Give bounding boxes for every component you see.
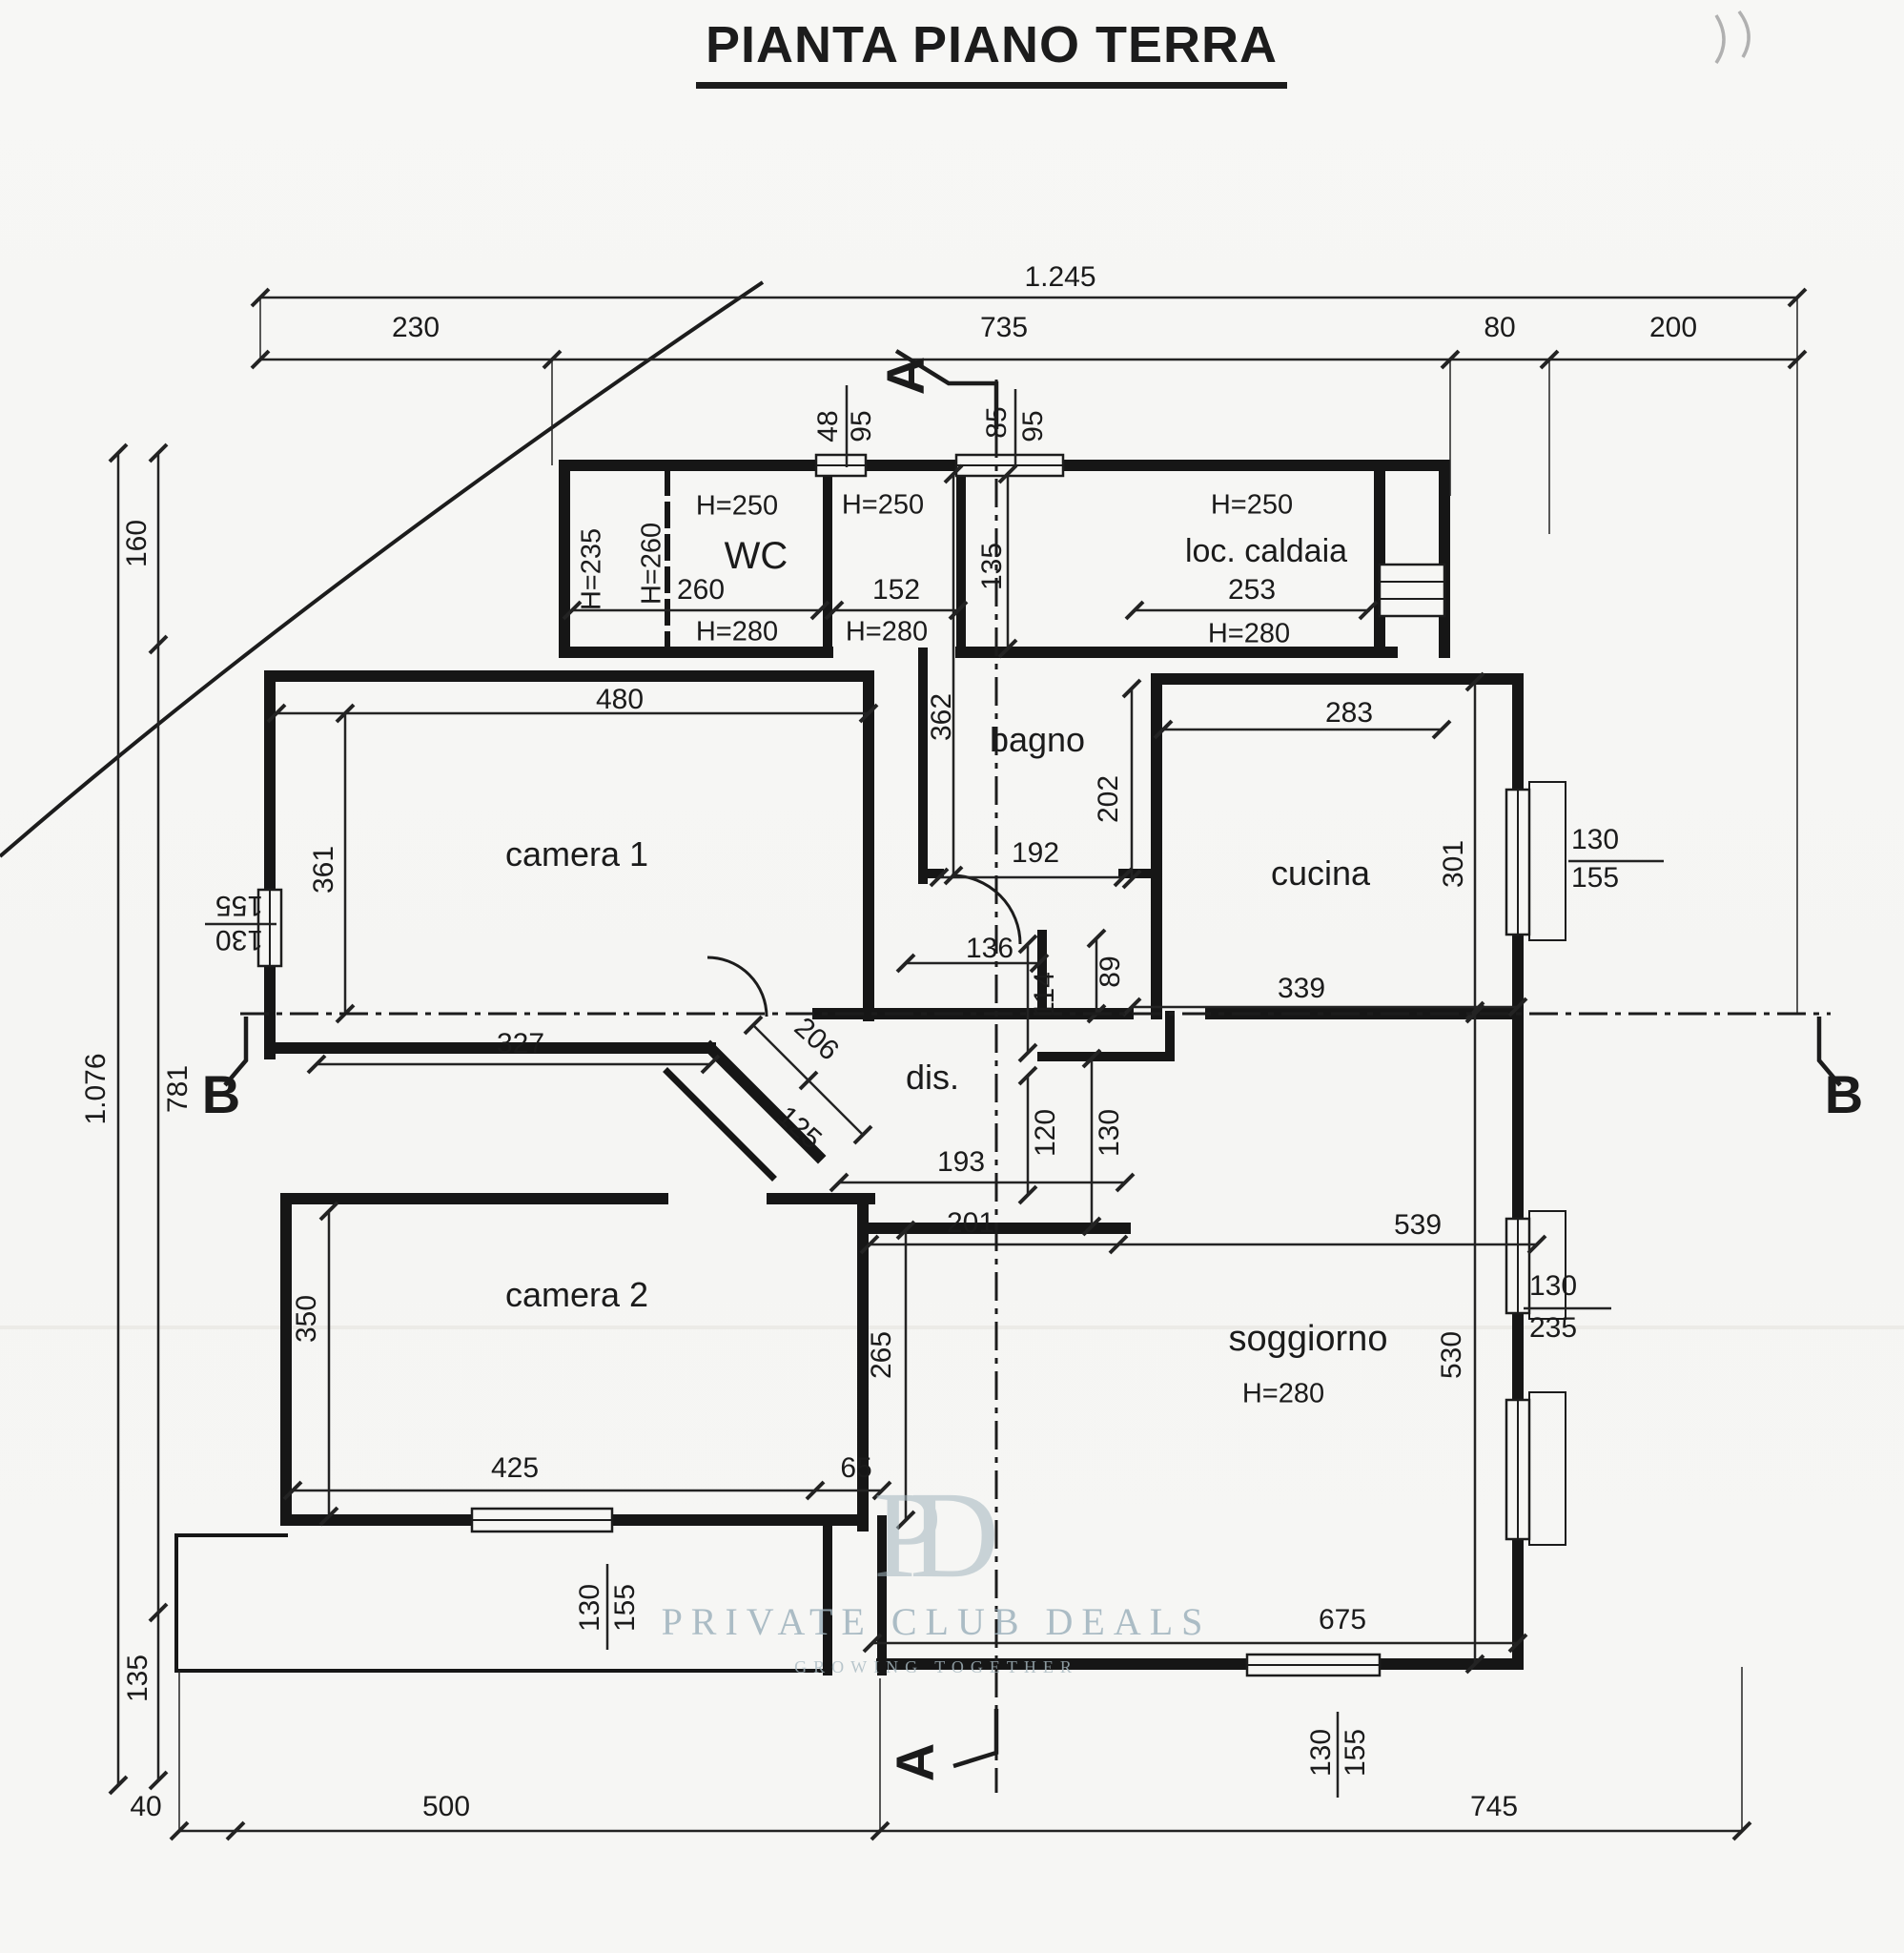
dim-label: 362: [926, 692, 957, 742]
dim-label: 95: [846, 410, 877, 442]
handwritten-mark: [1714, 10, 1750, 64]
dim-label: 735: [979, 312, 1029, 343]
dim-label: 152: [871, 574, 921, 606]
dim-label: 361: [308, 845, 339, 894]
dim-label: 130: [1570, 824, 1620, 855]
dimension-lines-layer: [108, 287, 1808, 1841]
dim-label: 160: [121, 519, 153, 568]
dimension-ticks: [108, 287, 1808, 1841]
ceiling-height-label: H=235: [576, 527, 607, 611]
room-label-camera-2: camera 2: [504, 1275, 649, 1314]
page-title: PIANTA PIANO TERRA: [695, 15, 1288, 89]
section-marker-b-right: B: [1824, 1064, 1864, 1124]
dim-label: 745: [1469, 1791, 1519, 1822]
dim-label: 120: [1030, 1108, 1061, 1158]
dim-label: 480: [595, 684, 645, 715]
dim-label: 135: [122, 1654, 154, 1703]
dim-label: 85: [981, 406, 1013, 439]
ceiling-height-label: H=280: [845, 616, 929, 648]
dim-label: 130: [1305, 1728, 1337, 1778]
dim-label: 130: [215, 924, 264, 956]
room-label-loc-caldaia: loc. caldaia: [1184, 533, 1348, 569]
dim-label: 283: [1324, 697, 1374, 729]
room-label-cucina: cucina: [1270, 853, 1371, 893]
dim-label: 95: [1017, 410, 1049, 442]
dim-label: 425: [490, 1452, 540, 1484]
dim-label: 530: [1436, 1330, 1467, 1380]
dim-label: 192: [1011, 837, 1060, 869]
dim-label: 253: [1227, 574, 1277, 606]
section-lines-layer: [223, 349, 1842, 1793]
dim-label: 155: [1570, 862, 1620, 894]
room-label-bagno: bagno: [989, 720, 1086, 759]
dim-label: 136: [965, 933, 1014, 964]
window-ledges: [1528, 781, 1566, 1546]
dim-label: 202: [1093, 774, 1124, 824]
dim-label: 327: [496, 1028, 545, 1059]
walls-layer: [174, 460, 1524, 1675]
dim-label: 201: [946, 1207, 995, 1239]
dim-label: 155: [609, 1583, 641, 1633]
section-marker-a-bottom: A: [885, 1742, 945, 1782]
dim-label: 155: [1340, 1728, 1371, 1778]
dim-label: 65: [840, 1452, 872, 1484]
ceiling-height-label: H=250: [695, 490, 779, 522]
ceiling-height-label: H=280: [695, 616, 779, 648]
dim-label: 130: [574, 1583, 605, 1633]
dim-label: 539: [1393, 1209, 1443, 1241]
ceiling-height-label: H=250: [1210, 489, 1294, 521]
ceiling-height-label: H=280: [1207, 618, 1291, 649]
boundary-arc: [0, 280, 765, 858]
dim-label: 40: [130, 1791, 162, 1822]
dim-label: 781: [162, 1064, 194, 1114]
dim-label: 1.245: [1024, 261, 1096, 293]
dim-label: 235: [1528, 1312, 1578, 1344]
dim-label: 260: [676, 574, 726, 606]
dim-label: 48: [812, 410, 844, 442]
section-marker-b-left: B: [201, 1064, 241, 1124]
dim-label: 500: [421, 1791, 471, 1822]
dim-label: 125: [770, 1100, 828, 1156]
scan-crease: [0, 1326, 1904, 1329]
dim-label: 193: [936, 1146, 986, 1178]
dim-label: 130: [1094, 1108, 1125, 1158]
section-marker-arrows: [223, 349, 1842, 1769]
dim-label: 675: [1318, 1604, 1367, 1635]
room-label-soggiorno: soggiorno: [1228, 1319, 1388, 1359]
ceiling-height-label: H=280: [1241, 1378, 1325, 1409]
dim-label: 155: [215, 890, 264, 921]
windows-layer: [256, 453, 1566, 1677]
dim-label: 301: [1438, 839, 1469, 889]
room-label-dis: dis.: [905, 1058, 960, 1097]
room-label-camera-1: camera 1: [504, 834, 649, 874]
section-marker-a-top: A: [875, 356, 935, 396]
dim-label: 1.076: [80, 1053, 112, 1125]
dim-label: 135: [976, 542, 1008, 591]
room-label-wc: WC: [724, 535, 788, 577]
dim-label: 130: [1528, 1270, 1578, 1302]
dim-label: 339: [1277, 973, 1326, 1004]
dim-label: 230: [391, 312, 440, 343]
ceiling-height-label: H=260: [636, 522, 667, 606]
dim-label: 114: [1029, 972, 1060, 1018]
dim-label: 200: [1648, 312, 1698, 343]
section-cut-lines: [240, 380, 1831, 1793]
dim-label: 206: [788, 1011, 845, 1067]
dim-label: 89: [1095, 956, 1126, 988]
ceiling-height-label: H=250: [841, 489, 925, 521]
dim-label: 265: [866, 1330, 897, 1380]
dim-label: 350: [291, 1294, 322, 1344]
dim-label: 80: [1484, 312, 1516, 343]
